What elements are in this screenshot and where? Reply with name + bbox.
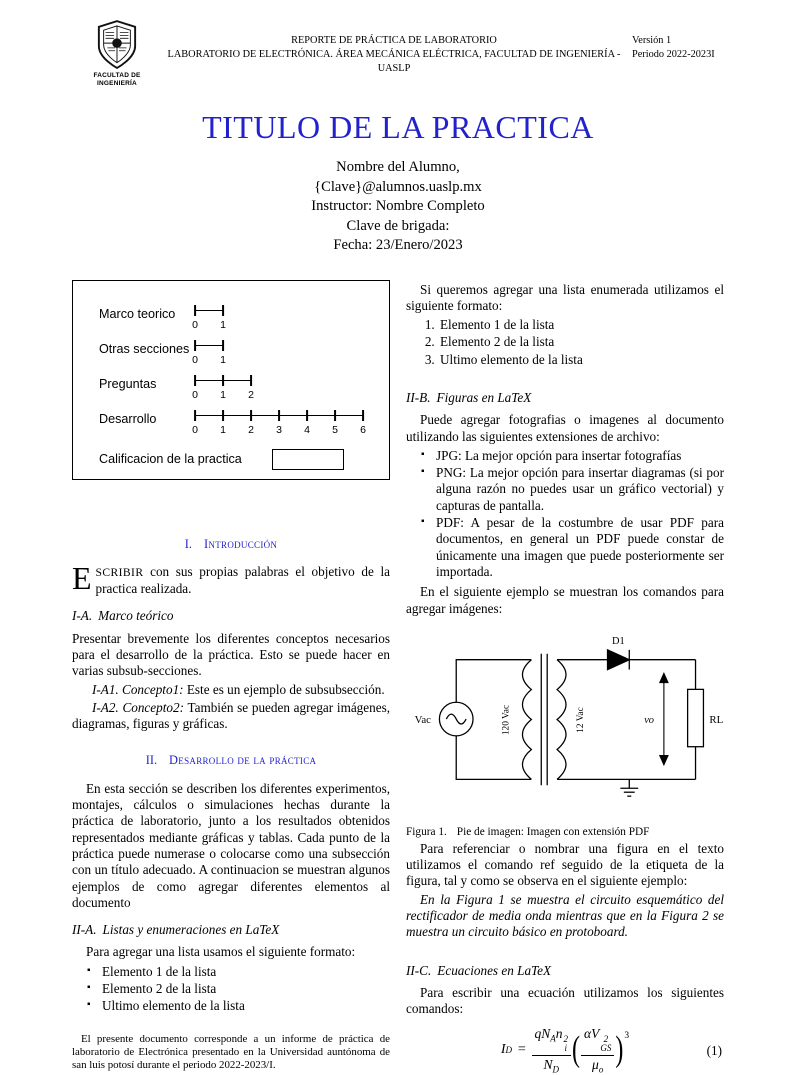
author-email: {Clave}@alumnos.uaslp.mx [314, 178, 482, 195]
list-item: Ultimo elemento de la lista [87, 997, 390, 1014]
list-item: Elemento 1 de la lista [87, 963, 390, 980]
secondary-label: 12 Vac [576, 707, 586, 733]
rubric-label: Desarrollo [99, 411, 157, 426]
subsection-heading-figuras: II-B.Figuras en LaTeX [406, 389, 532, 405]
subsection-heading-marco-teorico: I-A.Marco teórico [72, 608, 174, 624]
secondary-coil [556, 659, 567, 780]
grade-input-box [271, 448, 344, 470]
drop-cap: E [72, 559, 92, 596]
list-item: PDF: A pesar de la costumbre de usar PDF… [421, 514, 724, 580]
faculty-shield-icon [97, 20, 137, 69]
primary-coil [521, 659, 533, 780]
left-paren: ( [572, 1030, 581, 1070]
desarrollo-intro-paragraph: En esta sección se describen los diferen… [72, 780, 390, 910]
author-name: Nombre del Alumno, [336, 159, 460, 175]
header-version: Versión 1 [632, 35, 672, 46]
rubric-label: Marco teorico [99, 306, 176, 321]
diode-label: D1 [612, 636, 625, 647]
rubric-grade-row: Calificacion de la practica [99, 448, 369, 470]
example-paragraph: En el siguiente ejemplo se muestran los … [406, 584, 724, 616]
concepto1-paragraph: I-A1. Concepto1: Este es un ejemplo de s… [92, 681, 385, 697]
diode-icon [606, 648, 631, 671]
figuras-paragraph: Puede agregar fotografias o imagenes al … [406, 412, 724, 444]
subsubsection-label: I-A2. Concepto2: [92, 699, 184, 715]
list-item: Elemento 2 de la lista [87, 980, 390, 997]
reference-example-paragraph: En la Figura 1 se muestra el circuito es… [406, 891, 724, 940]
header-version-block: Versión 1 Periodo 2022-2023I [632, 20, 724, 62]
rectifier-circuit-diagram: Vac 120 Vac 12 Vac D1 vo RL [415, 636, 723, 797]
header-lab-name: LABORATORIO DE ELECTRÓNICA. ÁREA MECÁNIC… [167, 49, 621, 74]
primary-label: 120 Vac [502, 705, 512, 735]
marco-teorico-paragraph: Presentar brevemente los diferentes conc… [72, 630, 390, 679]
university-logo: FACULTAD DE INGENIERÍA [78, 20, 156, 87]
section-heading-desarrollo: II.Desarrollo de la práctica [145, 753, 317, 768]
subsection-heading-listas: II-A.Listas y enumeraciones en LaTeX [72, 922, 280, 938]
figure-caption: Figura 1.Pie de imagen: Imagen con exten… [406, 825, 650, 838]
header-report-type: REPORTE DE PRÁCTICA DE LABORATORIO [291, 35, 497, 46]
extensions-list: JPG: La mejor opción para insertar fotog… [406, 447, 724, 580]
right-paren: ) [615, 1030, 624, 1070]
load-label: RL [709, 714, 723, 726]
figure-1-circuit: Vac 120 Vac 12 Vac D1 vo RL Figura 1.Pie… [406, 633, 724, 839]
list-item: Elemento 2 de la lista [438, 334, 724, 350]
equation-number: (1) [706, 1042, 722, 1058]
concepto2-paragraph: I-A2. Concepto2: También se pueden agreg… [72, 699, 390, 732]
author-brigade: Clave de brigada: [346, 217, 450, 234]
author-block: Nombre del Alumno, {Clave}@alumnos.uaslp… [72, 158, 724, 256]
numbered-list: Elemento 1 de la lista Elemento 2 de la … [406, 317, 724, 368]
header-period: Periodo 2022-2023I [632, 49, 715, 60]
enum-intro-paragraph: Si queremos agregar una lista enumerada … [406, 281, 724, 313]
rubric-label: Otras secciones [99, 341, 190, 356]
outer-exponent: 3 [624, 1030, 630, 1041]
author-instructor: Instructor: Nombre Completo [311, 198, 485, 214]
reference-paragraph: Para referenciar o nombrar una figura en… [406, 840, 724, 889]
grade-label: Calificacion de la practica [99, 451, 242, 466]
page-title: TITULO DE LA PRACTICA [202, 109, 594, 145]
logo-caption: FACULTAD DE INGENIERÍA [93, 72, 140, 87]
author-date: Fecha: 23/Enero/2023 [333, 237, 463, 253]
load-resistor-icon [686, 688, 705, 748]
list-item: Elemento 1 de la lista [438, 317, 724, 333]
logo-caption-line1: FACULTAD DE [93, 72, 141, 79]
right-column: Si queremos agregar una lista enumerada … [406, 280, 724, 1075]
ac-source-icon [438, 701, 474, 737]
list-item: JPG: La mejor opción para insertar fotog… [421, 447, 724, 464]
document-page: FACULTAD DE INGENIERÍA REPORTE DE PRÁCTI… [0, 0, 794, 1028]
list-item: PNG: La mejor opción para insertar diagr… [421, 464, 724, 514]
equation-intro-paragraph: Para escribir una ecuación utilizamos lo… [406, 984, 724, 1017]
list-intro-paragraph: Para agregar una lista usamos el siguien… [86, 944, 356, 960]
list-item: Ultimo elemento de la lista [438, 352, 724, 368]
vout-label: vo [644, 715, 654, 726]
source-label: Vac [415, 714, 431, 726]
logo-caption-line2: INGENIERÍA [97, 79, 137, 87]
section-heading-introduccion: I.Introducción [184, 536, 278, 551]
document-header: FACULTAD DE INGENIERÍA REPORTE DE PRÁCTI… [72, 20, 724, 87]
rubric-label: Preguntas [99, 376, 157, 391]
footnote: El presente documento corresponde a un i… [72, 1032, 390, 1072]
subsubsection-label: I-A1. Concepto1: [92, 681, 184, 697]
subsection-heading-ecuaciones: II-C.Ecuaciones en LaTeX [406, 962, 552, 978]
header-center: REPORTE DE PRÁCTICA DE LABORATORIO LABOR… [156, 20, 632, 76]
bullet-list: Elemento 1 de la lista Elemento 2 de la … [72, 963, 390, 1015]
